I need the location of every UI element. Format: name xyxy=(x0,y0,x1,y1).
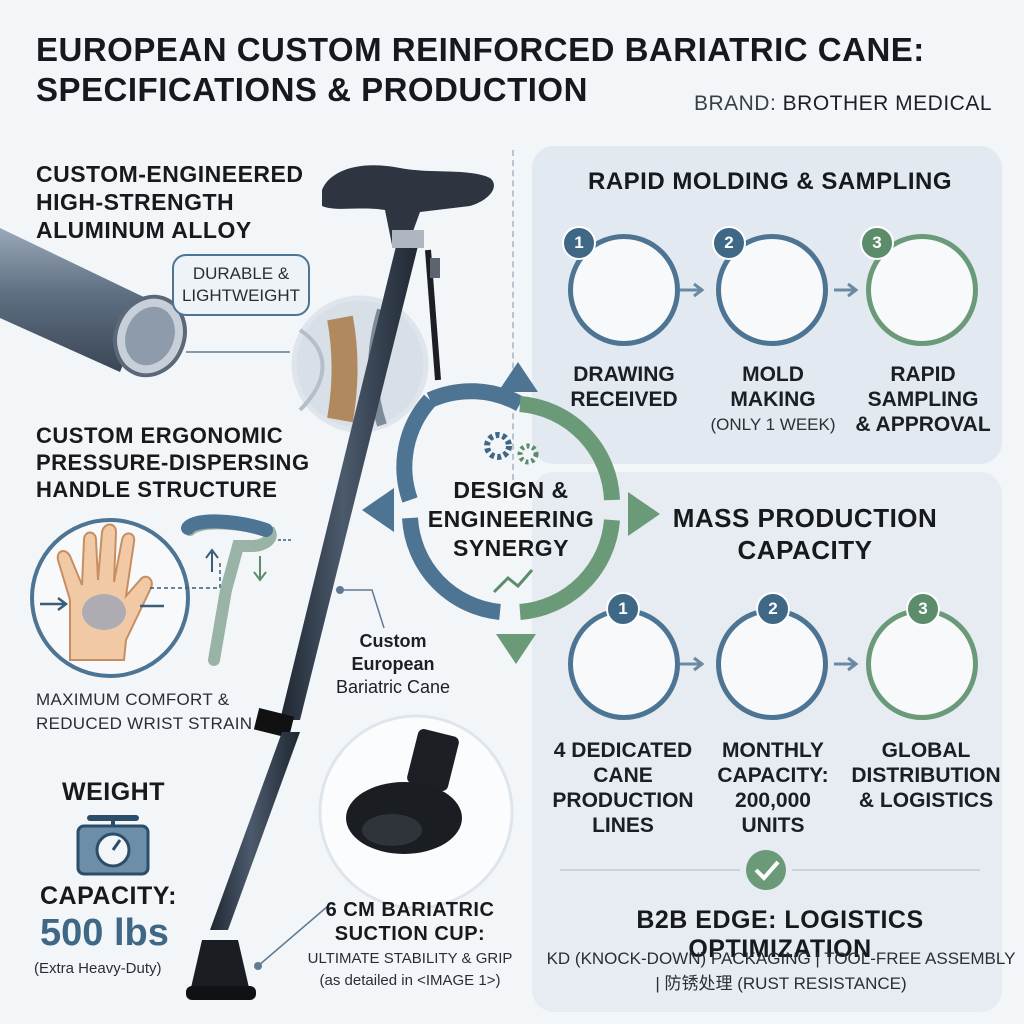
b2b-heading: B2B EDGE: LOGISTICS OPTIMIZATION xyxy=(636,906,924,963)
handle-heading-line-3: HANDLE STRUCTURE xyxy=(36,477,278,502)
page-title: EUROPEAN CUSTOM REINFORCED BARIATRIC CAN… xyxy=(36,30,996,110)
production-step-1-line-2: CANE xyxy=(593,764,653,787)
cane-label-line-1: Custom xyxy=(359,631,427,651)
molding-heading: RAPID MOLDING & SAMPLING xyxy=(588,168,952,195)
production-heading-line-2: CAPACITY xyxy=(737,535,873,565)
production-step-3-circle xyxy=(866,608,978,720)
material-heading-line-3: ALUMINUM ALLOY xyxy=(36,217,252,243)
molding-step-2-badge: 2 xyxy=(712,226,746,260)
production-step-1-line-4: LINES xyxy=(592,814,654,837)
molding-step-2-line-2: MAKING xyxy=(730,388,816,411)
synergy-cycle-icon xyxy=(362,362,660,664)
molding-step-3-badge: 3 xyxy=(860,226,894,260)
material-heading-line-2: HIGH-STRENGTH xyxy=(36,189,235,215)
molding-step-3-line-3: & APPROVAL xyxy=(855,413,991,436)
production-step-1-badge: 1 xyxy=(606,592,640,626)
check-icon xyxy=(560,850,980,890)
molding-step-3-label: RAPID SAMPLING & APPROVAL xyxy=(850,362,996,437)
production-step-2-circle xyxy=(716,608,828,720)
handle-caption-line-1: MAXIMUM COMFORT & xyxy=(36,690,230,709)
production-step-2-badge: 2 xyxy=(756,592,790,626)
production-step-3-line-2: DISTRIBUTION xyxy=(851,764,1001,787)
aluminum-tube-icon xyxy=(0,228,187,378)
hand-pressure-icon xyxy=(30,518,190,678)
production-step-1-label: 4 DEDICATED CANE PRODUCTION LINES xyxy=(548,738,698,838)
handle-caption-line-2: REDUCED WRIST STRAIN xyxy=(36,714,253,733)
material-heading: CUSTOM-ENGINEERED HIGH-STRENGTH ALUMINUM… xyxy=(36,160,304,244)
b2b-details: KD (KNOCK-DOWN) PACKAGING | TOOL-FREE AS… xyxy=(546,946,1016,996)
synergy-label: DESIGN & ENGINEERING SYNERGY xyxy=(426,476,596,563)
synergy-line-1: DESIGN & xyxy=(453,477,569,503)
weight-scale-icon xyxy=(76,815,150,876)
tip-caption: ULTIMATE STABILITY & GRIP (as detailed i… xyxy=(290,948,530,992)
production-heading: MASS PRODUCTION CAPACITY xyxy=(640,502,970,566)
molding-step-1-badge: 1 xyxy=(562,226,596,260)
handle-heading: CUSTOM ERGONOMIC PRESSURE-DISPERSING HAN… xyxy=(36,422,310,503)
molding-step-1-line-1: DRAWING xyxy=(573,363,675,386)
ergonomic-handle-icon xyxy=(181,514,292,666)
title-line-2: SPECIFICATIONS & PRODUCTION xyxy=(36,71,588,108)
molding-step-3-line-2: SAMPLING xyxy=(867,388,979,411)
molding-step-1-label: DRAWING RECEIVED xyxy=(556,362,692,412)
bubble-line-2: LIGHTWEIGHT xyxy=(181,286,301,305)
capacity-value: 500 lbs xyxy=(40,912,169,954)
production-step-3-line-1: GLOBAL xyxy=(881,739,971,762)
production-step-3-line-3: & LOGISTICS xyxy=(858,789,994,812)
suction-cup-icon xyxy=(318,714,514,910)
title-line-1: EUROPEAN CUSTOM REINFORCED BARIATRIC CAN… xyxy=(36,31,925,68)
b2b-line-2: | 防锈处理 (RUST RESISTANCE) xyxy=(655,974,907,993)
production-step-1-line-3: PRODUCTION xyxy=(552,789,694,812)
production-step-3-badge: 3 xyxy=(906,592,940,626)
molding-arrows xyxy=(680,282,859,672)
tip-caption-line-1: ULTIMATE STABILITY & GRIP xyxy=(307,950,513,967)
production-step-2-line-1: MONTHLY xyxy=(722,739,824,762)
synergy-line-2: ENGINEERING xyxy=(427,506,595,532)
brand-name: BROTHER MEDICAL xyxy=(782,92,992,115)
durable-bubble: DURABLE & LIGHTWEIGHT xyxy=(172,254,310,316)
production-step-2-line-4: UNITS xyxy=(741,814,805,837)
production-step-1-line-1: 4 DEDICATED xyxy=(553,739,693,762)
cane-label-line-2: European xyxy=(351,654,435,674)
cane-label-line-3: Bariatric Cane xyxy=(335,677,451,697)
capacity-label: CAPACITY: xyxy=(40,882,177,910)
production-step-3-label: GLOBAL DISTRIBUTION & LOGISTICS xyxy=(848,738,1004,813)
production-step-2-line-3: 200,000 xyxy=(735,789,811,812)
capacity-note: (Extra Heavy-Duty) xyxy=(34,960,162,977)
bubble-line-1: DURABLE & xyxy=(192,264,290,283)
molding-step-1-line-2: RECEIVED xyxy=(570,388,678,411)
molding-step-3-line-1: RAPID xyxy=(890,363,956,386)
production-heading-line-1: MASS PRODUCTION xyxy=(672,503,938,533)
tip-heading-line-2: SUCTION CUP: xyxy=(334,923,486,945)
handle-caption: MAXIMUM COMFORT & REDUCED WRIST STRAIN xyxy=(36,688,252,736)
handle-heading-line-1: CUSTOM ERGONOMIC xyxy=(36,423,284,448)
brand-line: BRAND: BROTHER MEDICAL xyxy=(694,92,992,116)
molding-step-2-line-3: (ONLY 1 WEEK) xyxy=(710,415,836,434)
tip-heading-line-1: 6 CM BARIATRIC xyxy=(325,899,495,921)
tip-heading: 6 CM BARIATRIC SUCTION CUP: xyxy=(290,898,530,946)
production-panel xyxy=(532,472,1002,1012)
molding-step-2-label: MOLD MAKING (ONLY 1 WEEK) xyxy=(700,362,846,437)
material-heading-line-1: CUSTOM-ENGINEERED xyxy=(36,161,304,187)
tip-caption-line-2: (as detailed in <IMAGE 1>) xyxy=(319,972,501,989)
dashed-divider xyxy=(512,150,514,480)
synergy-line-3: SYNERGY xyxy=(453,535,569,561)
production-step-2-line-2: CAPACITY: xyxy=(717,764,829,787)
weight-heading: WEIGHT xyxy=(62,778,165,806)
brand-label: BRAND: xyxy=(693,92,777,115)
production-step-2-label: MONTHLY CAPACITY: 200,000 UNITS xyxy=(700,738,846,838)
cane-label: Custom European Bariatric Cane xyxy=(330,630,456,699)
molding-step-2-line-1: MOLD xyxy=(742,363,804,386)
handle-heading-line-2: PRESSURE-DISPERSING xyxy=(36,450,310,475)
b2b-line-1: KD (KNOCK-DOWN) PACKAGING | TOOL-FREE AS… xyxy=(546,949,1016,968)
cane-icon xyxy=(186,165,494,1000)
